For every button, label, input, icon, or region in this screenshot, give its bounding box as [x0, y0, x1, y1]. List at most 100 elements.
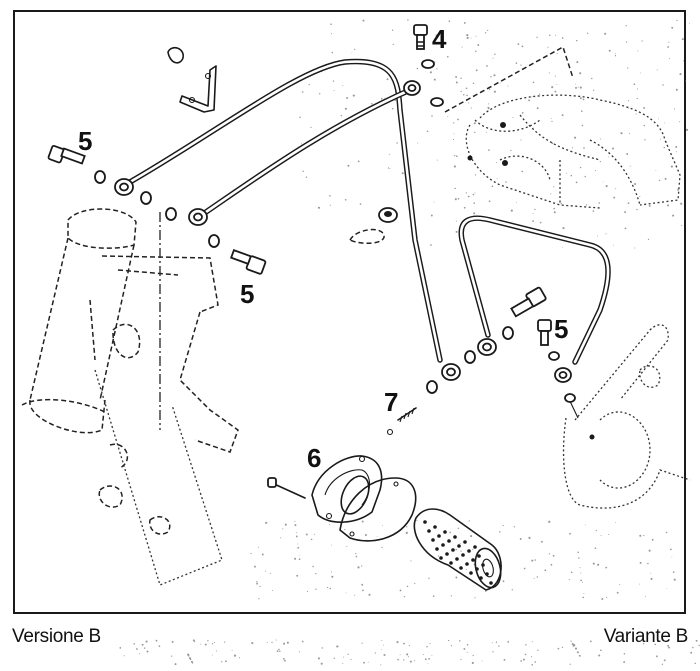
speckle	[694, 662, 697, 665]
speckle	[329, 194, 331, 197]
speckle	[408, 645, 410, 647]
speckle	[381, 546, 383, 549]
sealing-washers	[94, 59, 576, 403]
speckle	[636, 97, 638, 100]
speckle	[581, 124, 584, 127]
speckle	[671, 26, 674, 29]
speckle	[548, 553, 551, 555]
speckle	[475, 35, 477, 37]
speckle	[492, 651, 494, 653]
speckle	[660, 138, 662, 140]
speckle	[123, 655, 125, 657]
speckle	[615, 188, 617, 190]
banjo-bolt-5-left	[47, 145, 86, 165]
speckle	[668, 58, 670, 60]
speckle	[455, 155, 458, 158]
speckle	[407, 656, 409, 658]
speckle	[424, 658, 427, 661]
speckle	[613, 196, 616, 199]
speckle	[342, 85, 344, 87]
speckle	[265, 570, 267, 572]
speckle	[580, 572, 582, 574]
speckle	[528, 99, 531, 102]
speckle	[410, 560, 412, 562]
speckle	[297, 543, 299, 545]
speckle	[554, 90, 557, 93]
banjo-bolt-5-right	[510, 286, 552, 346]
speckle	[698, 644, 700, 647]
speckle	[399, 589, 402, 592]
speckle	[641, 40, 643, 42]
speckle	[553, 211, 556, 214]
speckle	[596, 235, 598, 237]
speckle	[579, 567, 581, 568]
speckle	[605, 233, 607, 235]
speckle	[612, 147, 614, 150]
speckle	[502, 580, 505, 583]
speckle	[345, 592, 347, 594]
speckle	[499, 531, 501, 533]
speckle	[689, 22, 691, 24]
speckle	[550, 563, 553, 566]
speckle	[540, 540, 543, 543]
speckle	[672, 571, 675, 573]
speckle	[346, 97, 349, 99]
speckle	[258, 598, 260, 600]
speckle	[579, 86, 582, 89]
speckle	[490, 76, 492, 78]
filter-perforation	[439, 556, 443, 560]
speckle	[362, 589, 364, 592]
speckle	[459, 543, 461, 544]
speckle	[670, 548, 672, 551]
filter-perforation	[433, 525, 437, 529]
filter-perforation	[437, 534, 441, 538]
banjo-bolt-5-lower	[230, 249, 267, 275]
speckle	[604, 32, 607, 35]
speckle	[213, 641, 215, 643]
speckle	[520, 139, 522, 141]
speckle	[510, 209, 513, 212]
speckle	[436, 159, 438, 161]
speckle	[466, 644, 469, 646]
speckle	[383, 644, 385, 646]
filter-perforation	[435, 547, 439, 551]
speckle	[608, 49, 611, 52]
speckle	[628, 132, 630, 134]
speckle	[329, 587, 331, 590]
filter-perforation	[453, 535, 457, 539]
speckle	[666, 588, 668, 589]
speckle	[671, 556, 673, 558]
speckle	[455, 220, 457, 222]
speckle	[330, 571, 333, 573]
filter-perforation	[481, 563, 485, 567]
speckle	[582, 596, 585, 599]
speckle	[658, 118, 659, 120]
speckle	[430, 244, 432, 246]
speckle	[433, 201, 435, 203]
filter-perforation	[489, 581, 493, 585]
speckle	[347, 164, 350, 167]
speckle	[569, 532, 571, 535]
speckle	[271, 590, 273, 591]
speckle	[294, 557, 297, 560]
speckle	[595, 170, 597, 172]
speckle	[457, 118, 459, 121]
speckle	[627, 202, 630, 204]
speckle	[329, 204, 331, 206]
speckle	[254, 565, 256, 568]
speckle	[584, 175, 586, 178]
speckle	[668, 646, 670, 649]
speckle	[557, 647, 560, 650]
speckle	[627, 67, 629, 69]
speckle	[391, 29, 394, 31]
speckle	[276, 650, 279, 652]
speckle	[284, 659, 286, 662]
speckle	[354, 48, 356, 51]
speckle	[491, 642, 493, 644]
speckle	[312, 565, 314, 568]
speckle	[282, 657, 285, 660]
speckle	[200, 643, 202, 645]
speckle	[575, 39, 578, 42]
speckle	[460, 658, 462, 660]
filter-perforation	[445, 552, 449, 556]
